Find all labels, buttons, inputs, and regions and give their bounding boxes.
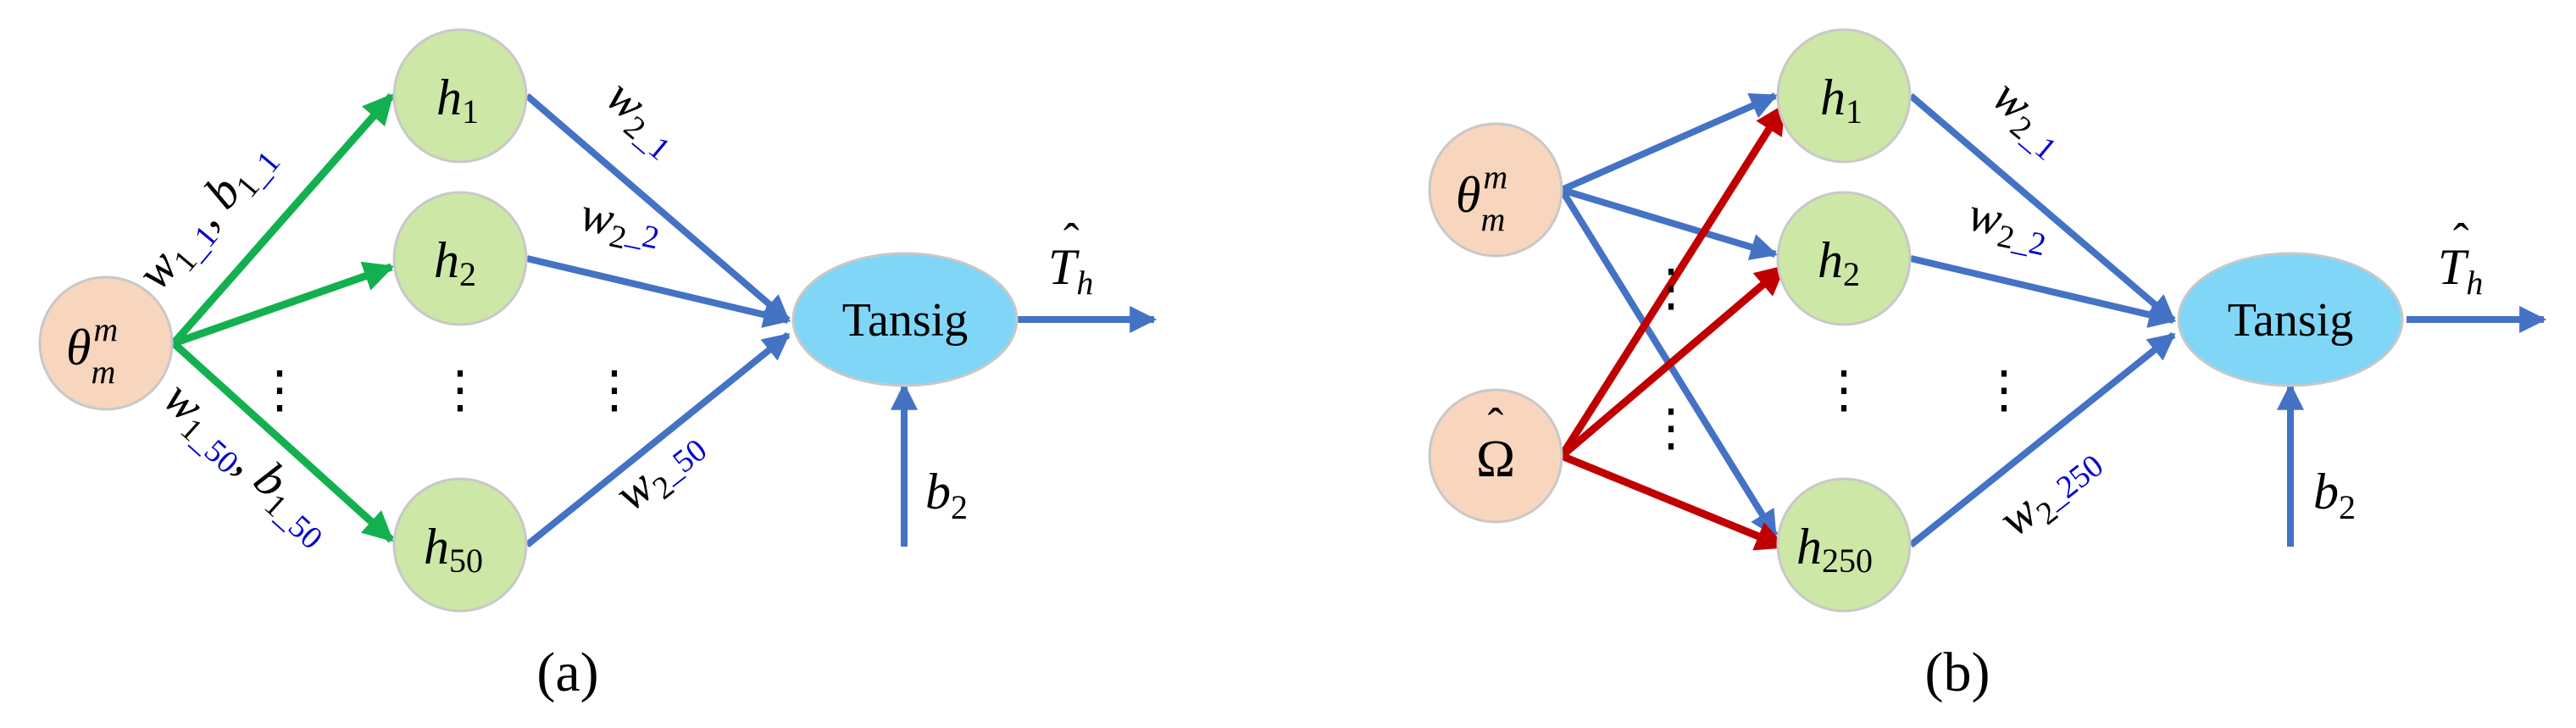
dots-upper-b: ⋮ [1646, 260, 1696, 316]
hidden-h2-label: h2 [434, 232, 476, 293]
hidden-h250-label-b: h250 [1796, 519, 1873, 580]
input-node-omega [1428, 388, 1563, 524]
tansig-node-b [2177, 252, 2404, 387]
caption-b: (b) [1925, 642, 1990, 703]
edge-omega-h1 [1558, 103, 1787, 458]
weight-label-w22-b: w2_2 [1963, 186, 2055, 263]
weight-label-w11-b11: w1_1,b1_1 [125, 128, 287, 304]
hidden-h1-label: h1 [436, 69, 479, 131]
dots-right-b: ⋮ [1979, 362, 2029, 418]
tansig-label: Tansig [842, 294, 969, 347]
dots-right-a: ⋮ [589, 362, 640, 418]
edge-h2-tansig [526, 255, 791, 328]
output-label-a: Th [1048, 239, 1093, 302]
weight-label-w21-a: w2_1 [592, 68, 694, 167]
dots-mid-b: ⋮ [1818, 362, 1869, 418]
output-hat-a: ˆ [1063, 214, 1080, 267]
input-node-theta-b [1428, 122, 1563, 258]
edge-omega-h2 [1559, 264, 1786, 459]
input-theta-label-b: θmm [1456, 158, 1507, 238]
dots-lower-b: ⋮ [1646, 400, 1696, 456]
output-hat-b: ˆ [2453, 214, 2469, 267]
input-theta-label: θmm [66, 310, 118, 391]
input-node-theta [38, 275, 174, 411]
edge-h1-tansig-b [1908, 92, 2176, 324]
bias-label-b: b2 [2313, 464, 2356, 526]
hidden-node-h2 [392, 191, 528, 326]
weight-label-w21-b: w2_1 [1979, 68, 2080, 167]
input-omega-label: Ω [1476, 431, 1515, 488]
output-label-b: Th [2438, 239, 2483, 302]
input-omega-hat: ˆ [1488, 399, 1504, 452]
edge-omega-h250 [1560, 452, 1787, 551]
edge-theta-h2-b [1560, 186, 1779, 261]
hidden-node-h50 [392, 477, 528, 613]
edge-theta-h1-b [1560, 92, 1778, 193]
edge-h1-tansig [525, 92, 791, 324]
dots-mid-a: ⋮ [435, 362, 486, 418]
edge-h250-tansig-b [1908, 331, 2176, 548]
hidden-node-h2-b [1776, 191, 1912, 326]
weight-label-w22-a: w2_2 [575, 186, 667, 263]
dots-left-a: ⋮ [254, 362, 305, 418]
edge-theta-h2 [172, 261, 395, 347]
weight-label-w150-b150: w1_50,b1_50 [149, 370, 347, 556]
edge-h50-tansig [525, 331, 791, 548]
edge-theta-h50 [170, 340, 395, 543]
tansig-label-b: Tansig [2228, 294, 2354, 347]
bias-label-a: b2 [925, 464, 968, 526]
hidden-h2-label-b: h2 [1818, 232, 1860, 293]
hidden-node-h250-b [1776, 477, 1912, 613]
caption-a: (a) [536, 642, 598, 703]
hidden-h1-label-b: h1 [1820, 69, 1863, 131]
edge-theta-h1 [170, 93, 395, 346]
tansig-node [791, 252, 1019, 387]
panel-b: θmm Ω ˆ h1 h2 h250 Tansig ⋮ ⋮ ⋮ ⋮ Th ˆ b… [1428, 28, 2547, 703]
weight-label-w2250-b: w2_250 [1988, 434, 2115, 553]
panel-a: θmm h1 h2 h50 Tansig ⋮ ⋮ ⋮ Th ˆ b2 w1_1,… [38, 28, 1158, 703]
hidden-node-h1 [392, 28, 528, 164]
edge-h2-tansig-b [1910, 255, 2177, 328]
hidden-node-h1-b [1776, 28, 1912, 164]
hidden-h50-label: h50 [424, 519, 483, 580]
